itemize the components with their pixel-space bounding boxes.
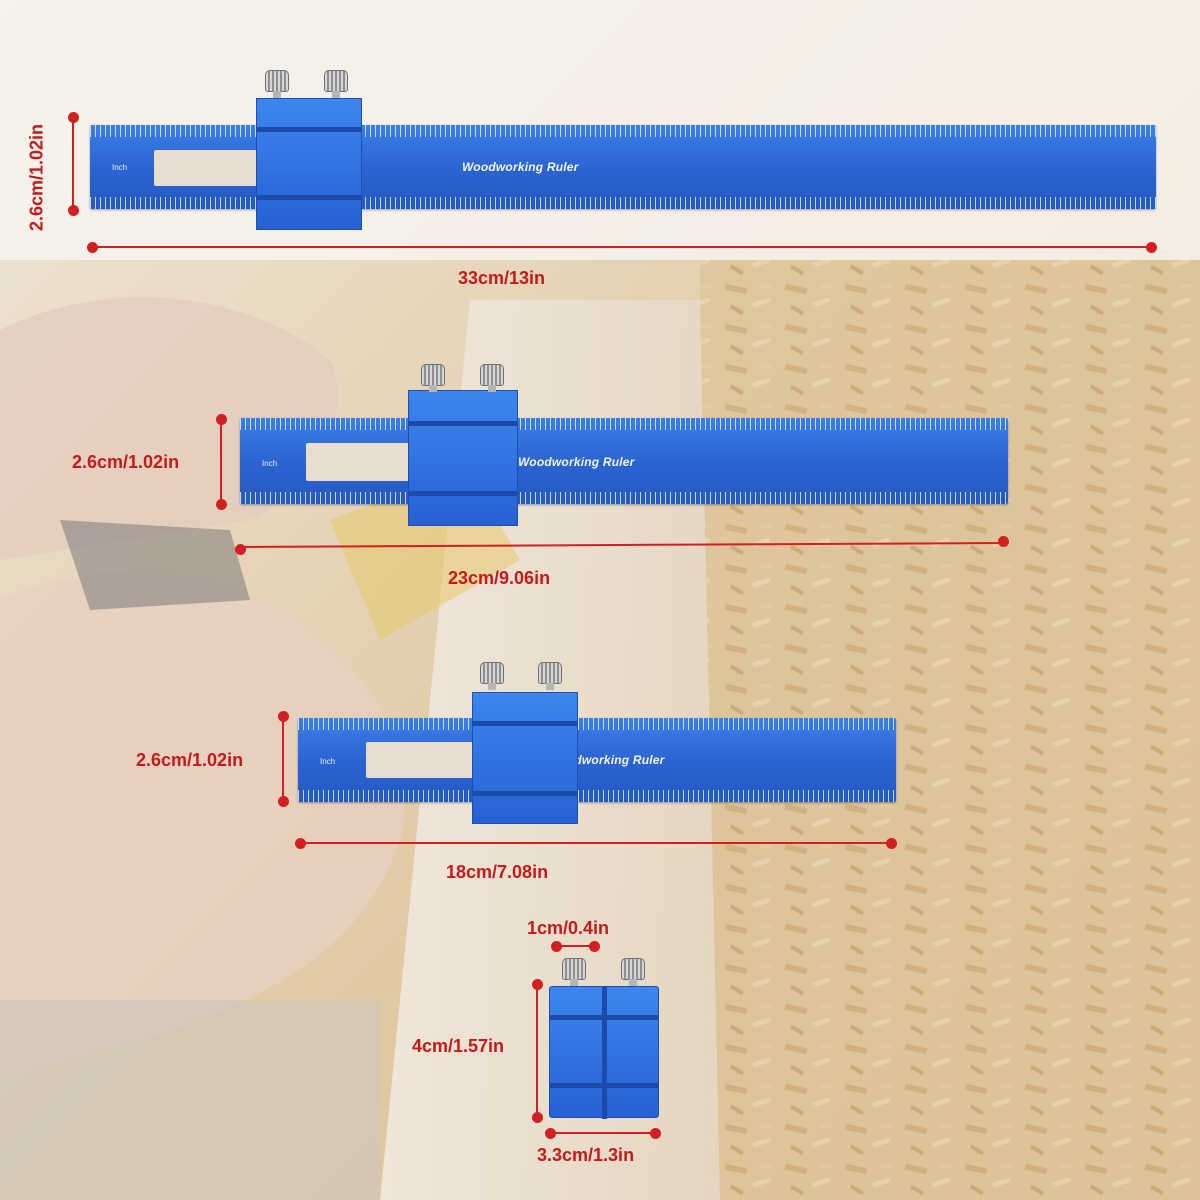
ruler-width-label: 2.6cm/1.02in: [136, 750, 244, 770]
ruler-length-label: 33cm/13in: [458, 268, 546, 288]
thumb-screw-icon[interactable]: [265, 70, 289, 98]
width-dimension-line: [550, 1132, 656, 1134]
dimension-endpoint: [235, 544, 246, 555]
ruler-unit-label: Inch: [262, 459, 278, 468]
ruler-brand-text: Woodworking Ruler: [518, 455, 635, 469]
dimension-endpoint: [545, 1128, 556, 1139]
dimension-endpoint: [532, 1112, 543, 1123]
block-width-label: 3.3cm/1.3in: [537, 1145, 635, 1165]
dimension-endpoint: [295, 838, 306, 849]
ruler-length-label: 23cm/9.06in: [448, 568, 551, 588]
dimension-endpoint: [650, 1128, 661, 1139]
thumb-screw-icon[interactable]: [480, 364, 504, 392]
dimension-endpoint: [87, 242, 98, 253]
ruler-tick-marks-top: [298, 718, 896, 730]
dimension-endpoint: [68, 112, 79, 123]
dimension-endpoint: [68, 205, 79, 216]
ruler-unit-label: Inch: [320, 757, 336, 766]
dimension-endpoint: [589, 941, 600, 952]
width-dimension-line: [72, 118, 74, 212]
dimension-endpoint: [998, 536, 1009, 547]
ruler-width-label: 2.6cm/1.02in: [72, 452, 180, 472]
dimension-endpoint: [532, 979, 543, 990]
ruler-slot: [306, 443, 412, 481]
ruler-width-label: 2.6cm/1.02in: [26, 123, 47, 232]
slider-block[interactable]: [256, 98, 362, 230]
thumb-screw-icon[interactable]: [480, 662, 504, 690]
thumb-screw-icon[interactable]: [324, 70, 348, 98]
dimension-endpoint: [216, 499, 227, 510]
slider-block[interactable]: [408, 390, 518, 526]
length-dimension-line: [92, 246, 1152, 248]
ruler-tick-marks-top: [240, 418, 1008, 430]
dimension-endpoint: [278, 796, 289, 807]
dimension-endpoint: [278, 711, 289, 722]
height-dimension-line: [536, 984, 538, 1118]
width-dimension-line: [282, 716, 284, 802]
ruler-brand-text: Woodworking Ruler: [462, 160, 579, 174]
ruler-tick-marks-bottom: [298, 790, 896, 802]
ruler-tick-marks-top: [90, 125, 1156, 137]
dimension-endpoint: [1146, 242, 1157, 253]
ruler-unit-label: Inch: [112, 163, 128, 172]
gap-dimension-line: [556, 945, 594, 947]
thumb-screw-icon[interactable]: [421, 364, 445, 392]
slider-block-standalone: [549, 986, 659, 1119]
length-dimension-line: [300, 842, 892, 844]
dimension-endpoint: [886, 838, 897, 849]
slider-block[interactable]: [472, 692, 578, 824]
block-height-label: 4cm/1.57in: [412, 1036, 505, 1056]
ruler-slot: [154, 150, 264, 186]
thumb-screw-icon[interactable]: [538, 662, 562, 690]
thumb-screw-icon: [562, 958, 586, 986]
ruler-tick-marks-bottom: [240, 492, 1008, 504]
block-gap-label: 1cm/0.4in: [527, 918, 610, 938]
thumb-screw-icon: [621, 958, 645, 986]
dimension-endpoint: [216, 414, 227, 425]
width-dimension-line: [220, 420, 222, 506]
ruler-slot: [366, 742, 474, 778]
ruler-tick-marks-bottom: [90, 197, 1156, 209]
dimension-endpoint: [551, 941, 562, 952]
ruler-length-label: 18cm/7.08in: [446, 862, 549, 882]
